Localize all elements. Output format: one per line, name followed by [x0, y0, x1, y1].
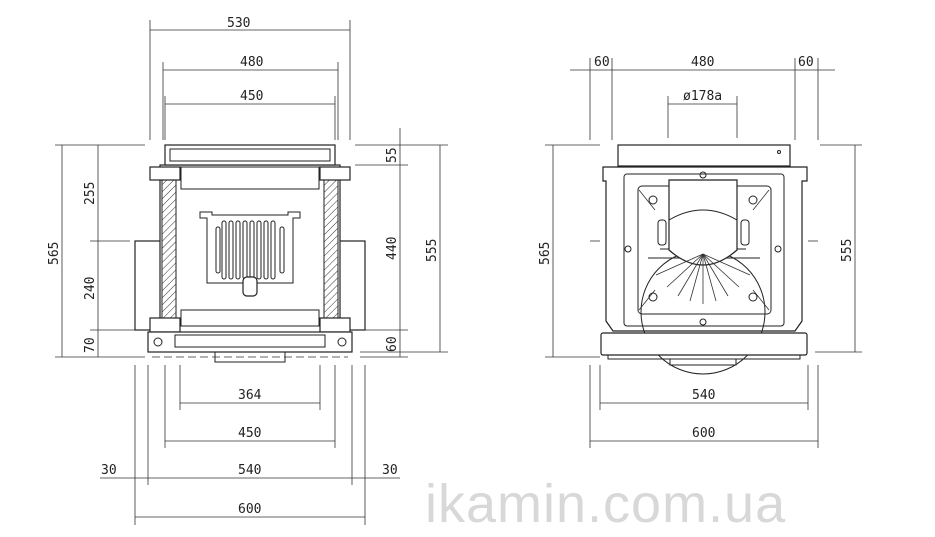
front-view: 530 480 450 565 255 240 70 55 440 60 555…: [47, 16, 448, 525]
dim-60-left: 60: [594, 55, 610, 70]
dim-540-front: 540: [238, 463, 261, 478]
dim-60-front: 60: [385, 336, 400, 352]
dim-450-top: 450: [240, 89, 263, 104]
dim-255: 255: [83, 182, 98, 205]
dim-530: 530: [227, 16, 250, 31]
dim-30-right: 30: [382, 463, 398, 478]
dim-55: 55: [385, 147, 400, 163]
dim-600-front: 600: [238, 502, 261, 517]
dim-555-back: 555: [840, 239, 855, 262]
radial-ribs: [638, 189, 770, 311]
flue-collar: [657, 179, 750, 266]
dim-540-back: 540: [692, 388, 715, 403]
dim-60-right: 60: [798, 55, 814, 70]
dim-600-back: 600: [692, 426, 715, 441]
back-view: 60 480 60 ø178a 565 555 540 600: [538, 55, 862, 448]
dim-555-front: 555: [425, 239, 440, 262]
dim-30-left: 30: [101, 463, 117, 478]
dim-flue-diameter: ø178a: [683, 89, 722, 104]
dim-565-back: 565: [538, 242, 553, 265]
dim-364: 364: [238, 388, 262, 403]
dim-480: 480: [240, 55, 263, 70]
dim-440: 440: [385, 237, 400, 260]
dim-70: 70: [83, 337, 98, 353]
dim-480-back: 480: [691, 55, 714, 70]
watermark: ikamin.com.ua: [425, 474, 786, 534]
dim-240: 240: [83, 277, 98, 300]
dim-565-front: 565: [47, 242, 62, 265]
dim-450-bottom: 450: [238, 426, 261, 441]
grate: [199, 211, 301, 297]
